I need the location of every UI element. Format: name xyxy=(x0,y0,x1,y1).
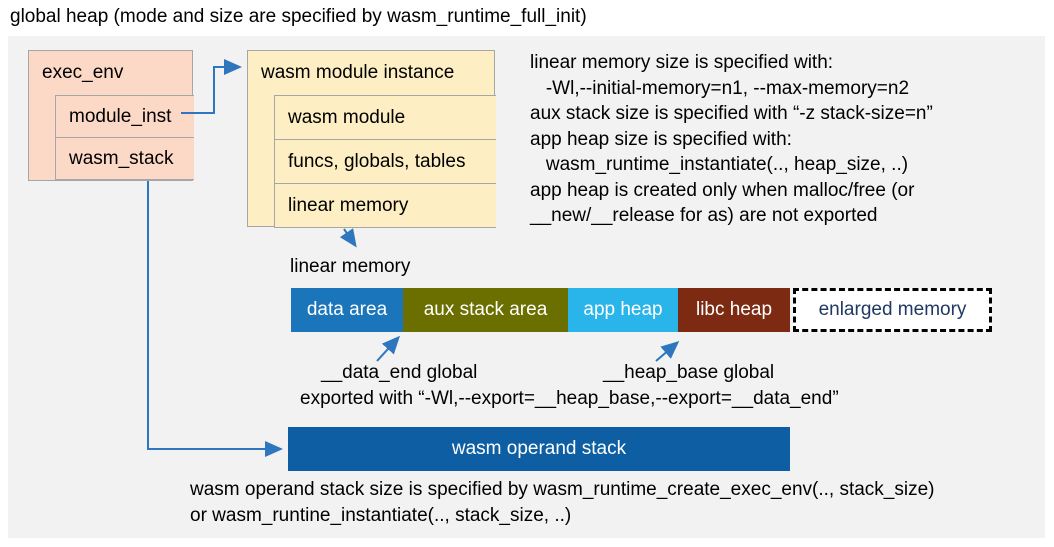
module-instance-box: wasm module instance wasm module funcs, … xyxy=(247,50,496,228)
data-end-global-label: __data_end global xyxy=(321,362,478,383)
module-instance-row-wasm-module: wasm module xyxy=(274,95,496,140)
module-instance-row-linear-memory: linear memory xyxy=(274,183,496,228)
segment-aux-stack-area: aux stack area xyxy=(403,288,568,332)
note-line: __new/__release for as) are not exported xyxy=(530,205,878,226)
module-instance-header: wasm module instance xyxy=(261,62,455,83)
exec-env-box: exec_env module_inst wasm_stack xyxy=(28,50,194,181)
segment-data-area: data area xyxy=(291,288,403,332)
size-notes-block: linear memory size is specified with: -W… xyxy=(530,50,933,229)
exec-env-row-module-inst: module_inst xyxy=(55,95,194,138)
segment-app-heap: app heap xyxy=(568,288,678,332)
linear-memory-bar: data area aux stack area app heap libc h… xyxy=(291,288,992,332)
segment-libc-heap: libc heap xyxy=(678,288,790,332)
wasm-operand-stack-bar: wasm operand stack xyxy=(288,427,790,471)
segment-enlarged-memory: enlarged memory xyxy=(793,288,992,332)
note-line: -Wl,--initial-memory=n1, --max-memory=n2 xyxy=(530,77,910,99)
operand-stack-note-line: or wasm_runtine_instantiate(.., stack_si… xyxy=(190,505,572,526)
export-flags-label: exported with “-Wl,--export=__heap_base,… xyxy=(300,388,839,409)
exec-env-row-wasm-stack: wasm_stack xyxy=(55,137,194,180)
exec-env-header: exec_env xyxy=(42,62,124,83)
note-line: aux stack size is specified with “-z sta… xyxy=(530,103,933,124)
note-line: linear memory size is specified with: xyxy=(530,52,834,73)
note-line: app heap is created only when malloc/fre… xyxy=(530,179,915,201)
heap-base-global-label: __heap_base global xyxy=(603,362,775,383)
operand-stack-note-line: wasm operand stack size is specified by … xyxy=(190,479,935,500)
page-title: global heap (mode and size are specified… xyxy=(10,6,587,27)
note-line: wasm_runtime_instantiate(.., heap_size, … xyxy=(530,154,909,175)
note-line: app heap size is specified with: xyxy=(530,128,792,150)
module-instance-row-funcs-globals-tables: funcs, globals, tables xyxy=(274,139,496,184)
operand-stack-note: wasm operand stack size is specified by … xyxy=(190,477,935,529)
linear-memory-label: linear memory xyxy=(290,256,411,277)
